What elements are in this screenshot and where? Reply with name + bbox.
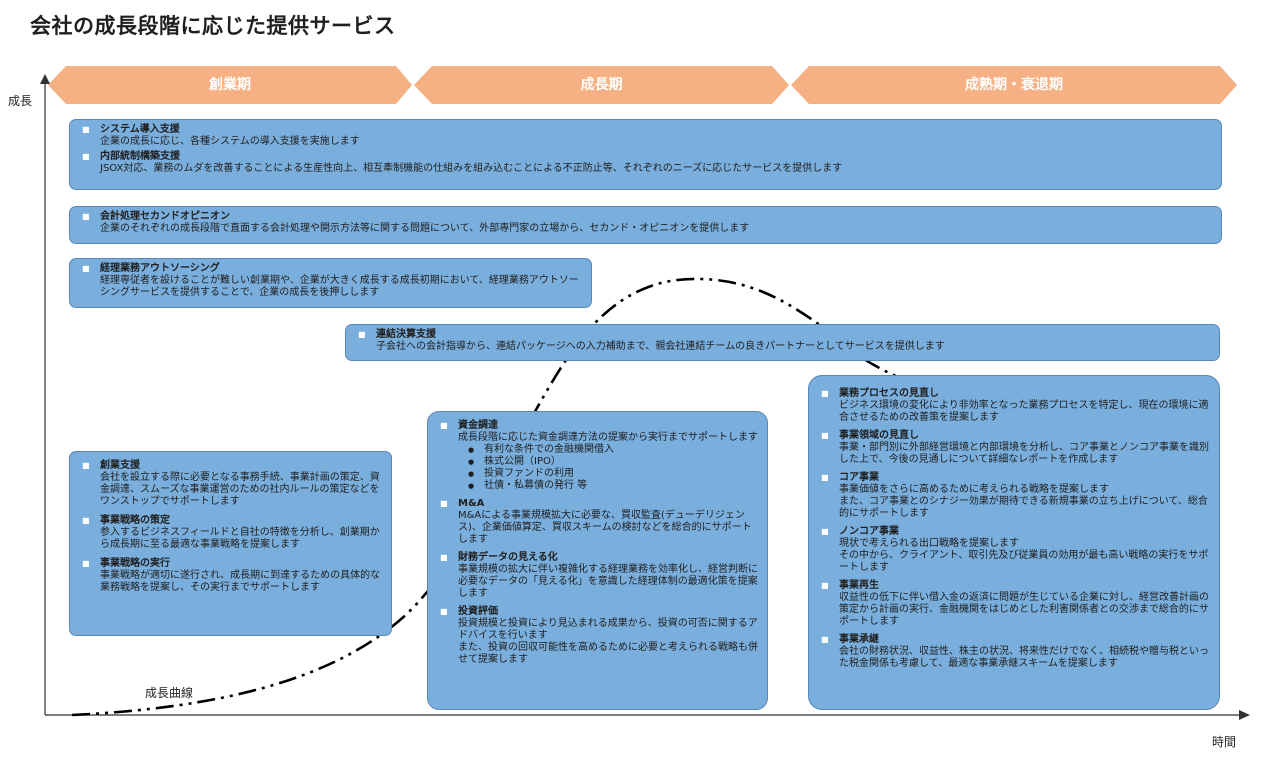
service-item-desc: 経理専従者を設けることが難しい創業期や、企業が大きく成長する成長初期において、経… [100,275,579,298]
service-item: 資金調達 成長段階に応じた資金調達方法の提案から実行までサポートします 有利な条… [440,420,759,492]
service-item: 投資評価 投資規模と投資により見込まれる成果から、投資の可否に関するアドバイスを… [440,606,759,666]
service-item-title: 財務データの見える化 [458,552,558,563]
phase-maturity-label: 成熟期・衰退期 [965,77,1063,93]
service-item-title: 事業戦略の策定 [100,515,170,526]
service-item-desc: 事業戦略が適切に遂行され、成長期に到達するための具体的な業務戦略を提案し、その実… [100,570,381,593]
service-item: 財務データの見える化 事業規模の拡大に伴い複雑化する経理業務を効率化し、経営判断… [440,552,759,600]
service-box-second-opinion: 会計処理セカンドオピニオン 企業のそれぞれの成長段階で直面する会計処理や開示方法… [69,206,1222,244]
service-item: M&A M&Aによる事業規模拡大に必要な、買収監査(デューデリジェンス)、企業価… [440,498,759,546]
phase-arrow-maturity [791,66,1237,104]
y-axis-label: 成長 [8,94,33,108]
phase-growth-label: 成長期 [580,77,623,93]
service-item-title: 事業承継 [839,634,879,645]
phase-arrow-growth [414,66,789,104]
service-sub-item: 社債・私募債の発行 等 [468,480,759,492]
x-axis-arrowhead [1239,710,1250,720]
service-sub-item: 投資ファンドの利用 [468,468,759,480]
service-item-desc: M&Aによる事業規模拡大に必要な、買収監査(デューデリジェンス)、企業価値算定、… [458,510,752,545]
service-item-desc: 投資規模と投資により見込まれる成果から、投資の可否に関するアドバイスを行います … [458,618,758,665]
service-box-outsourcing: 経理業務アウトソーシング 経理専従者を設けることが難しい創業期や、企業が大きく成… [69,258,592,308]
service-box-consolidation: 連結決算支援 子会社への会計指導から、連結パッケージへの入力補助まで、親会社連結… [345,324,1220,361]
service-item-title: 資金調達 [458,420,498,431]
service-item-desc: JSOX対応、業務のムダを改善することによる生産性向上、相互牽制機能の仕組みを組… [100,163,843,174]
service-item-title: 事業再生 [839,580,879,591]
service-item-desc: 会社の財務状況、収益性、株主の状況、将来性だけでなく、相続税や贈与税といった税金… [839,646,1209,669]
service-item-title: 投資評価 [458,606,498,617]
service-item: 内部統制構築支援 JSOX対応、業務のムダを改善することによる生産性向上、相互牽… [82,151,1213,175]
service-item-title: コア事業 [839,472,879,483]
service-item: 事業戦略の実行 事業戦略が適切に遂行され、成長期に到達するための具体的な業務戦略… [82,558,383,594]
service-item: 事業戦略の策定 参入するビジネスフィールドと自社の特徴を分析し、創業期から成長期… [82,515,383,551]
x-axis-label: 時間 [1212,735,1237,749]
service-item: 業務プロセスの見直し ビジネス環境の変化により非効率となった業務プロセスを特定し… [821,388,1211,424]
service-box-system: システム導入支援 企業の成長に応じ、各種システムの導入支援を実施します 内部統制… [69,119,1222,190]
service-item: 事業領域の見直し 事業・部門別に外部経営環境と内部環境を分析し、コア事業とノンコ… [821,430,1211,466]
service-item-desc: 成長段階に応じた資金調達方法の提案から実行までサポートします [458,432,758,443]
service-item-desc: 会社を設立する際に必要となる事務手続、事業計画の策定、資金調達、スムーズな事業運… [100,472,380,507]
service-item-title: 経理業務アウトソーシング [100,263,220,274]
service-sub-item: 株式公開（IPO） [468,456,759,468]
service-item-title: 事業戦略の実行 [100,558,170,569]
service-item-title: 内部統制構築支援 [100,151,180,162]
service-item-desc: ビジネス環境の変化により非効率となった業務プロセスを特定し、現在の環境に適合させ… [839,400,1209,423]
service-item-desc: 事業規模の拡大に伴い複雑化する経理業務を効率化し、経営判断に必要なデータの「見え… [458,564,758,599]
phase-startup-label: 創業期 [209,77,251,93]
service-item-title: 会計処理セカンドオピニオン [100,211,230,222]
service-item-title: 創業支援 [100,460,140,471]
page-title: 会社の成長段階に応じた提供サービス [30,14,396,38]
service-item-title: 連結決算支援 [376,329,436,340]
service-box-startup: 創業支援 会社を設立する際に必要となる事務手続、事業計画の策定、資金調達、スムー… [69,451,392,636]
service-item: 創業支援 会社を設立する際に必要となる事務手続、事業計画の策定、資金調達、スムー… [82,460,383,508]
service-item-title: 業務プロセスの見直し [839,388,939,399]
service-item-desc: 企業の成長に応じ、各種システムの導入支援を実施します [100,136,360,147]
service-item-desc: 事業価値をさらに高めるために考えられる戦略を提案します また、コア事業とのシナジ… [839,484,1208,519]
service-item: 事業承継 会社の財務状況、収益性、株主の状況、将来性だけでなく、相続税や贈与税と… [821,634,1211,670]
y-axis-arrowhead [40,74,50,84]
service-item-desc: 事業・部門別に外部経営環境と内部環境を分析し、コア事業とノンコア事業を識別した上… [839,442,1209,465]
service-box-growth: 資金調達 成長段階に応じた資金調達方法の提案から実行までサポートします 有利な条… [427,411,768,710]
service-sub-item: 有利な条件での金融機関借入 [468,444,759,456]
service-box-maturity: 業務プロセスの見直し ビジネス環境の変化により非効率となった業務プロセスを特定し… [808,375,1220,710]
service-item: コア事業 事業価値をさらに高めるために考えられる戦略を提案します また、コア事業… [821,472,1211,520]
service-item-desc: 参入するビジネスフィールドと自社の特徴を分析し、創業期から成長期に至る最適な事業… [100,527,380,550]
service-item-desc: 企業のそれぞれの成長段階で直面する会計処理や開示方法等に関する問題について、外部… [100,223,750,234]
service-item-desc: 現状で考えられる出口戦略を提案します その中から、クライアント、取引先及び従業員… [839,538,1209,573]
service-item-title: システム導入支援 [100,124,180,135]
service-item: 会計処理セカンドオピニオン 企業のそれぞれの成長段階で直面する会計処理や開示方法… [82,211,1213,235]
service-item: システム導入支援 企業の成長に応じ、各種システムの導入支援を実施します [82,124,1213,148]
service-item-desc: 収益性の低下に伴い借入金の返済に問題が生じている企業に対し、経営改善計画の策定か… [839,592,1209,627]
service-item-title: ノンコア事業 [839,526,899,537]
curve-label: 成長曲線 [145,686,194,700]
service-item-title: 事業領域の見直し [839,430,919,441]
service-item: 事業再生 収益性の低下に伴い借入金の返済に問題が生じている企業に対し、経営改善計… [821,580,1211,628]
service-item-desc: 子会社への会計指導から、連結パッケージへの入力補助まで、親会社連結チームの良きパ… [376,341,945,352]
service-sub-list: 有利な条件での金融機関借入 株式公開（IPO） 投資ファンドの利用 社債・私募債… [458,444,759,492]
service-item: 経理業務アウトソーシング 経理専従者を設けることが難しい創業期や、企業が大きく成… [82,263,583,299]
service-item: ノンコア事業 現状で考えられる出口戦略を提案します その中から、クライアント、取… [821,526,1211,574]
phase-arrow-startup [48,66,412,104]
service-item: 連結決算支援 子会社への会計指導から、連結パッケージへの入力補助まで、親会社連結… [358,329,1211,353]
service-item-title: M&A [458,498,485,509]
